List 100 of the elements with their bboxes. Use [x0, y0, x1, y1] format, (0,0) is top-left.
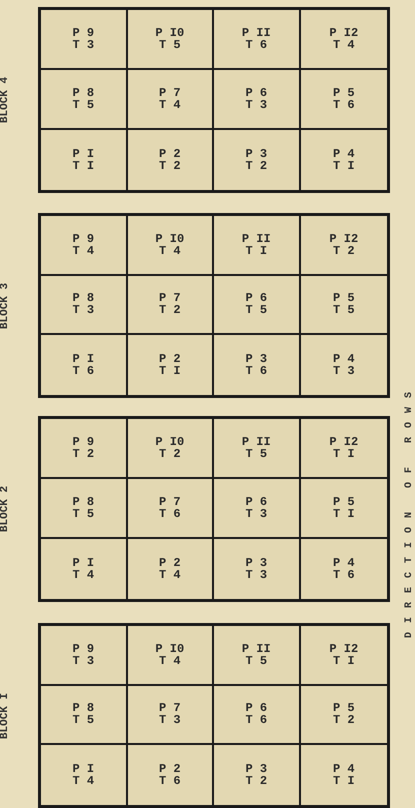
- plot-code: T 2: [72, 448, 94, 460]
- plot-code: P 3: [245, 763, 268, 776]
- plot-code: T 2: [158, 448, 181, 460]
- plot-code: P 7: [158, 292, 181, 304]
- plot-code: T 5: [72, 99, 94, 111]
- plot-code: T I: [332, 508, 355, 520]
- plot-cell: [128, 686, 214, 746]
- plot-code: P 7: [158, 87, 181, 99]
- plot-code: P 4: [332, 148, 355, 160]
- plot-code: P 9: [72, 27, 94, 39]
- plot-code: P I0: [155, 232, 184, 245]
- plot-code: T 4: [72, 244, 94, 257]
- plot-code: P 2: [158, 557, 181, 569]
- plot-cell: [41, 216, 128, 276]
- plot-cell: [41, 276, 128, 336]
- plot-cell: [128, 419, 214, 479]
- block-label: BLOCK 4: [0, 76, 11, 124]
- plot-cell: [128, 276, 214, 336]
- plot-code: P 5: [332, 87, 355, 99]
- plot-code: T 4: [332, 39, 355, 51]
- plot-code: T 3: [72, 654, 94, 667]
- plot-cell: [214, 276, 300, 336]
- plot-code: T 5: [72, 508, 94, 520]
- plot-code: P 5: [332, 496, 355, 508]
- plot-cell: [41, 419, 128, 479]
- plot-cell: [128, 216, 214, 276]
- plot-code: T 6: [158, 775, 181, 788]
- plot-code: T 3: [72, 39, 94, 51]
- plot-code: P 4: [332, 763, 355, 776]
- plot-code: T 4: [158, 654, 181, 667]
- plot-code: P I2: [329, 642, 358, 655]
- plot-code: T 3: [158, 714, 181, 726]
- plot-code: T 2: [158, 304, 181, 316]
- plot-code: P I: [72, 763, 94, 776]
- plot-code: P 7: [158, 496, 181, 508]
- plot-code: P 4: [332, 557, 355, 569]
- plot-code: T 4: [72, 775, 94, 788]
- plot-code: P 3: [245, 353, 268, 366]
- direction-label: DIRECTION OF ROWS: [404, 382, 415, 638]
- plot-cell: [214, 10, 300, 70]
- plot-code: T I: [332, 654, 355, 667]
- plot-code: P 9: [72, 232, 94, 245]
- plot-code: T 4: [158, 99, 181, 111]
- plot-code: P 8: [72, 292, 94, 304]
- plot-code: P 9: [72, 436, 94, 448]
- plot-code: P II: [242, 642, 271, 655]
- plot-code: T 6: [72, 365, 94, 378]
- plot-code: T 2: [245, 775, 268, 788]
- plot-code: P I: [72, 557, 94, 569]
- block-label: BLOCK I: [0, 692, 11, 739]
- plot-code: T 2: [332, 244, 355, 257]
- plot-code: T I: [332, 160, 355, 172]
- plot-code: P I2: [329, 232, 358, 245]
- plot-code: T 6: [158, 508, 181, 520]
- plot-code: T 3: [332, 365, 355, 378]
- plot-code: T I: [72, 160, 94, 172]
- plot-code: T 6: [332, 99, 355, 111]
- plot-cell: [41, 686, 128, 746]
- plot-cell: [41, 70, 128, 130]
- plot-code: T 3: [245, 569, 268, 581]
- plot-code: P 6: [245, 702, 268, 714]
- plot-code: P 6: [245, 87, 268, 99]
- plot-code: T 2: [158, 160, 181, 172]
- plot-code: P II: [242, 27, 271, 39]
- plot-code: T 2: [245, 160, 268, 172]
- plot-code: T 5: [332, 304, 355, 316]
- plot-cell: [41, 479, 128, 539]
- plot-code: P 3: [245, 557, 268, 569]
- plot-code: T 5: [72, 714, 94, 726]
- plot-code: P 5: [332, 292, 355, 304]
- plot-code: P I0: [155, 27, 184, 39]
- plot-code: T 5: [158, 39, 181, 51]
- plot-code: T 3: [245, 508, 268, 520]
- plot-code: P 4: [332, 353, 355, 366]
- plot-code: P I2: [329, 436, 358, 448]
- plot-cell: [214, 419, 300, 479]
- plot-code: P II: [242, 232, 271, 245]
- plot-code: P I: [72, 353, 94, 366]
- plot-code: P I: [72, 148, 94, 160]
- plot-code: P 2: [158, 148, 181, 160]
- plot-code: T 6: [245, 714, 268, 726]
- plot-code: P I2: [329, 27, 358, 39]
- plot-code: P II: [242, 436, 271, 448]
- plot-code: P 8: [72, 87, 94, 99]
- plot-cell: [41, 10, 128, 70]
- plot-code: T 4: [72, 569, 94, 581]
- block-label: BLOCK 3: [0, 282, 11, 329]
- plot-cell: [214, 626, 300, 686]
- plot-cell: [128, 10, 214, 70]
- plot-cell: [214, 216, 300, 276]
- plot-code: P 3: [245, 148, 268, 160]
- plot-code: P 6: [245, 292, 268, 304]
- plot-cell: [214, 479, 300, 539]
- plot-code: T I: [245, 244, 268, 257]
- plot-code: P 9: [72, 642, 94, 655]
- plot-cell: [128, 70, 214, 130]
- plot-code: P 7: [158, 702, 181, 714]
- plot-code: P 8: [72, 496, 94, 508]
- plot-code: T I: [332, 775, 355, 788]
- plot-code: P 6: [245, 496, 268, 508]
